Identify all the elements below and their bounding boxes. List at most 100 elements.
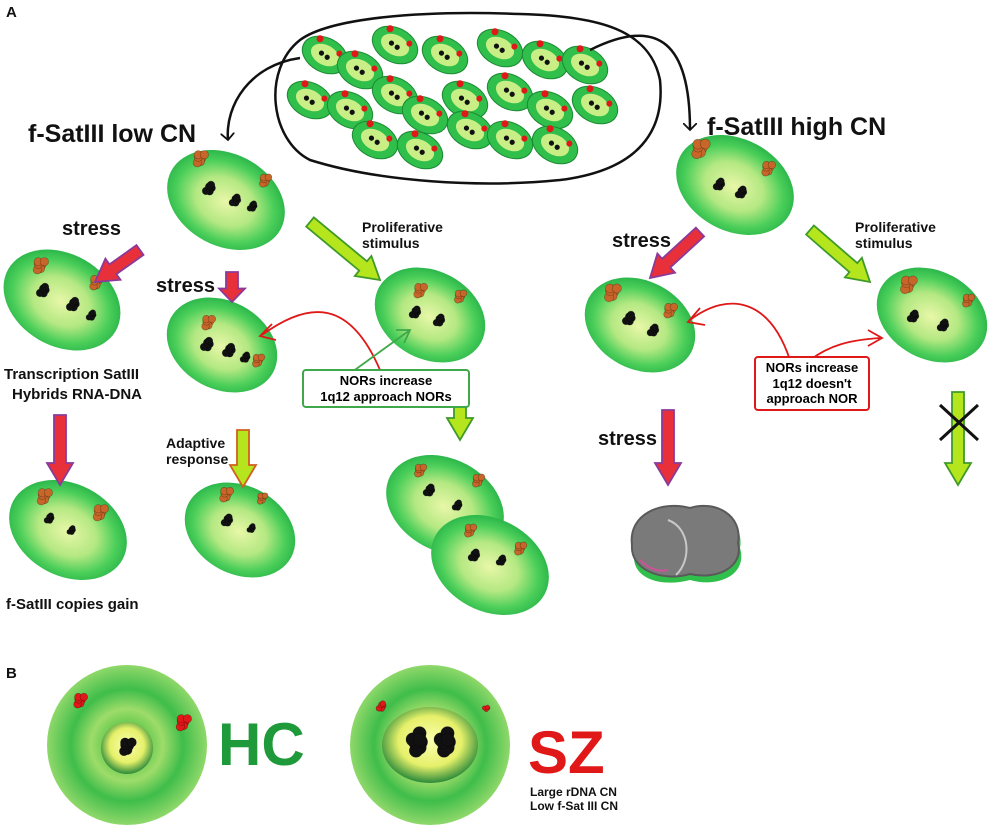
chromatin-blob <box>734 185 748 199</box>
nor-blob <box>962 293 976 308</box>
label-stress-4: stress <box>598 428 657 450</box>
chromatin-blob <box>408 305 422 319</box>
chromatin-blob <box>239 351 251 363</box>
thin-arrow-head-green <box>396 329 412 344</box>
nor-blob <box>32 257 49 275</box>
nor-blob <box>92 504 109 522</box>
small-cell <box>396 130 444 170</box>
chromatin-blob <box>405 726 428 758</box>
chromatin-blob <box>35 282 50 298</box>
chromatin-blob <box>467 548 481 562</box>
cell-cluster <box>274 11 662 185</box>
panel-label-a: A <box>6 4 17 21</box>
label-hc: HC <box>218 711 305 778</box>
nor-blob <box>464 523 478 538</box>
thick-arrow-stress-death <box>653 409 683 487</box>
small-cell <box>301 35 349 75</box>
cell-low-adaptive <box>184 482 296 578</box>
chromatin-blob <box>432 313 446 327</box>
small-cell <box>401 95 449 135</box>
label-hybrids: Hybrids RNA-DNA <box>12 386 143 403</box>
chromatin-blob <box>422 483 436 497</box>
nor-blob <box>73 692 88 709</box>
arrow-to-low-cn <box>228 56 301 140</box>
nor-blob <box>514 541 528 556</box>
chromatin-blob <box>221 342 236 358</box>
nor-blob <box>454 289 468 304</box>
cell-low-stress-2 <box>166 297 278 393</box>
nor-blob <box>252 353 266 368</box>
thin-arrow-head-high-2 <box>867 329 884 347</box>
nor-blob <box>175 714 192 732</box>
cell-high-origin <box>676 135 794 235</box>
nor-blob <box>481 704 491 713</box>
thick-arrow-stress-high <box>648 226 706 280</box>
thick-arrow-stress-mid <box>216 271 248 304</box>
small-cell <box>421 35 469 75</box>
small-cell <box>561 45 609 85</box>
nor-blob <box>375 700 387 712</box>
thin-arrow-green-to-prolif <box>351 329 411 373</box>
label-transcription: Transcription SatIII <box>4 366 140 383</box>
label-stress-1: stress <box>62 218 121 240</box>
chromatin-blob <box>65 296 80 312</box>
nor-blob <box>201 314 216 331</box>
cell-low-stress <box>3 249 121 351</box>
thin-arrow-high-to-stress-cell <box>689 302 791 361</box>
small-cell <box>441 80 489 120</box>
chromatin-blob <box>119 737 137 757</box>
thin-arrow-head-low <box>258 323 277 341</box>
small-cell <box>336 50 384 90</box>
thick-arrow-adaptive <box>228 429 258 489</box>
chromatin-blob <box>621 310 636 326</box>
label-stress-2: stress <box>156 275 215 297</box>
chromatin-blob <box>495 554 507 566</box>
cell-low-origin <box>167 150 285 250</box>
nor-blob <box>219 486 234 503</box>
label-sz: SZ <box>528 719 605 786</box>
nor-blob <box>900 275 918 295</box>
nor-blob <box>691 138 711 159</box>
chromatin-blob <box>228 193 242 207</box>
small-cell <box>351 120 399 160</box>
chromatin-blob <box>220 513 234 527</box>
blocked-cross-icon <box>938 403 980 442</box>
thick-arrow-prolif-high <box>804 224 872 284</box>
label-copies-gain: f-SatIII copies gain <box>6 596 139 613</box>
chromatin-blob <box>246 200 258 212</box>
small-cell <box>286 80 334 120</box>
nor-blob <box>472 473 486 488</box>
chromatin-blob <box>906 309 920 323</box>
small-cell <box>476 28 524 68</box>
panel-label-b: B <box>6 665 17 682</box>
small-cell <box>526 90 574 130</box>
small-cell <box>571 85 619 125</box>
title-high-cn: f-SatIII high CN <box>707 113 887 141</box>
dead-cell <box>630 504 742 583</box>
thin-arrow-low-to-stress-cell <box>261 311 381 371</box>
thin-arrow-head-high-1 <box>686 307 706 326</box>
nor-blob <box>256 492 269 505</box>
thick-arrow-stress-left <box>93 243 145 284</box>
thick-arrow-hybrids-down <box>45 414 75 487</box>
cell-low-prolif <box>374 267 486 363</box>
chromatin-blob <box>246 523 256 534</box>
thick-arrow-prolif-low <box>304 216 382 282</box>
small-cell <box>326 90 374 130</box>
nor-blob <box>259 173 273 188</box>
nor-blob <box>604 283 622 303</box>
cell-low-daughter-2 <box>431 515 549 615</box>
title-low-cn: f-SatIII low CN <box>28 120 197 148</box>
nor-blob <box>761 160 777 177</box>
nor-blob <box>192 150 209 168</box>
cluster-outline <box>274 11 662 185</box>
chromatin-blob <box>646 323 660 337</box>
chromatin-blob <box>712 177 726 191</box>
nor-blob <box>414 463 428 478</box>
